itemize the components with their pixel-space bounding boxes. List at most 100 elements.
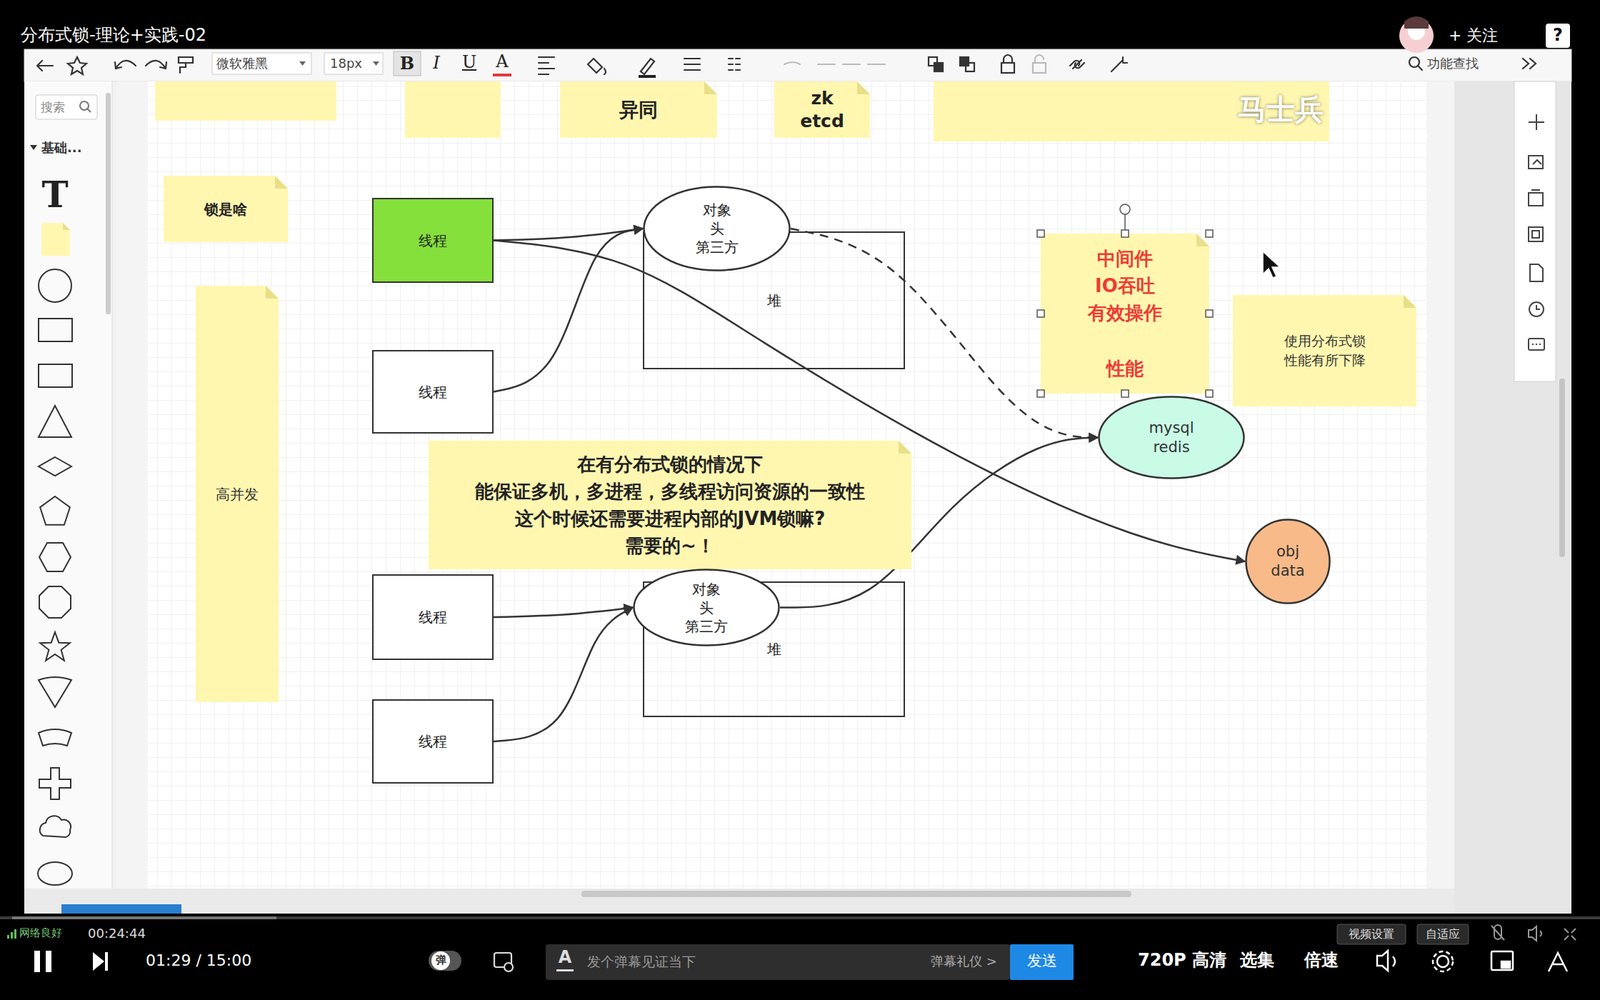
ui-label: 基础... <box>41 139 83 156</box>
canvas-grid <box>147 81 1427 889</box>
text-line: 头 <box>710 219 725 238</box>
decor-path <box>178 57 193 73</box>
window-title-wrap: 分布式锁-理论+实践-02 <box>20 24 207 47</box>
ui-label-wrap: I <box>427 52 446 75</box>
decor-rect <box>105 92 111 315</box>
decor-path <box>92 952 105 971</box>
node-text: 对象 头 第三方 <box>695 200 739 257</box>
toolbar-icons <box>37 51 1536 78</box>
decor-circle <box>431 951 450 970</box>
ui-label-wrap: A <box>492 50 512 73</box>
node-text: 线程 <box>418 231 448 250</box>
note-fold <box>1196 233 1210 247</box>
decor-rect <box>1037 310 1045 318</box>
selection-handles <box>1037 204 1213 398</box>
ui-label-wrap: 基础... <box>41 139 83 156</box>
decor-g <box>1032 55 1046 73</box>
note-fold <box>898 440 912 454</box>
thread-box: 线程 <box>372 350 494 434</box>
node-text: 线程 <box>418 732 448 751</box>
text-line: 线程 <box>418 732 448 751</box>
shape-sidebar <box>24 81 113 914</box>
node-text: 堆 <box>767 640 782 659</box>
decor-path <box>684 58 700 70</box>
decor-circle <box>1437 955 1449 968</box>
decor-path <box>62 222 70 230</box>
note-body <box>1232 295 1417 407</box>
connector-arrow <box>493 228 643 393</box>
ui-label: 发个弹幕见证当下 <box>587 952 696 971</box>
decor-path <box>1528 114 1545 130</box>
ui-label-wrap: 发送 <box>1010 951 1074 971</box>
ellipse-outline <box>1245 518 1331 605</box>
text-line: data <box>1270 561 1305 581</box>
text-line: 使用分布式锁 <box>1284 331 1366 351</box>
window-title: 分布式锁-理论+实践-02 <box>20 24 207 47</box>
decor-rect <box>105 952 108 971</box>
text-line: redis <box>1152 437 1190 458</box>
sticky-note: zk etcd <box>774 81 870 138</box>
ui-label-wrap: + 关注 <box>1448 25 1498 47</box>
decor-rect <box>24 888 1455 914</box>
decor-path <box>1532 160 1542 165</box>
node-text: 使用分布式锁 性能有所下降 <box>1284 331 1366 370</box>
decor-rect <box>1491 951 1513 970</box>
ui-label: A <box>556 946 574 969</box>
decor-rect <box>1121 230 1129 238</box>
node-text: 异同 <box>619 97 658 123</box>
note-body <box>428 440 912 570</box>
ui-label-wrap: A <box>556 946 574 969</box>
text-line: 线程 <box>418 607 448 627</box>
decor-rect <box>155 81 337 121</box>
decor-g <box>784 62 885 65</box>
ui-label: 18px <box>330 55 363 72</box>
decor-path <box>115 60 136 69</box>
text-line: 能保证多机，多进程，多线程访问资源的一致性 <box>475 477 865 505</box>
node-text: 线程 <box>418 382 448 402</box>
signal-icon <box>7 929 17 939</box>
ui-label: 马士兵 <box>1237 90 1324 128</box>
decor-path <box>1111 57 1128 72</box>
ui-label-wrap: 弹幕礼仪 > <box>930 952 998 970</box>
decor-path <box>817 63 885 65</box>
decor-line <box>112 81 113 914</box>
decor-path <box>40 496 70 525</box>
decor-path <box>784 62 800 65</box>
decor-rect <box>45 950 52 973</box>
text-line: 在有分布式锁的情况下 <box>577 450 763 478</box>
ui-label-wrap: 视频设置 <box>1337 927 1406 943</box>
ui-label: 01:29 / 15:00 <box>145 950 252 972</box>
right-panel <box>1454 81 1572 914</box>
text-line: zk <box>810 87 833 110</box>
ellipse-shape <box>644 187 790 271</box>
ui-label-wrap: 选集 <box>1240 949 1275 972</box>
sticky-note: 异同 <box>560 81 718 138</box>
decor-path <box>587 58 606 75</box>
ui-label: 选集 <box>1240 949 1275 972</box>
ui-label-wrap: 微软雅黑 <box>216 55 268 72</box>
decor-circle <box>1432 951 1453 972</box>
ui-label: 720P 高清 <box>1137 949 1227 972</box>
decor-path <box>30 145 38 150</box>
sticky-note: 中间件 IO吞吐 有效操作性能 <box>1040 233 1210 394</box>
player-controls <box>34 950 108 973</box>
help-box <box>1545 23 1570 48</box>
toolbar <box>24 49 1572 82</box>
decor-path <box>1070 60 1085 69</box>
decor-rect <box>35 95 98 120</box>
decor-path <box>1003 55 1013 63</box>
node-text: zk etcd <box>800 87 845 133</box>
decor-path <box>145 60 167 69</box>
decor-path <box>1417 65 1423 70</box>
note-body <box>560 81 718 138</box>
connector-arrow <box>493 607 633 618</box>
text-line: etcd <box>800 110 845 133</box>
text-line: 锁是啥 <box>204 200 248 219</box>
thread-box: 线程 <box>372 699 494 784</box>
ui-label-wrap: 马士兵 <box>1237 90 1324 128</box>
ui-label: 弹幕礼仪 > <box>930 952 998 970</box>
decor-rect <box>1528 155 1543 169</box>
decor-path <box>1491 925 1505 940</box>
